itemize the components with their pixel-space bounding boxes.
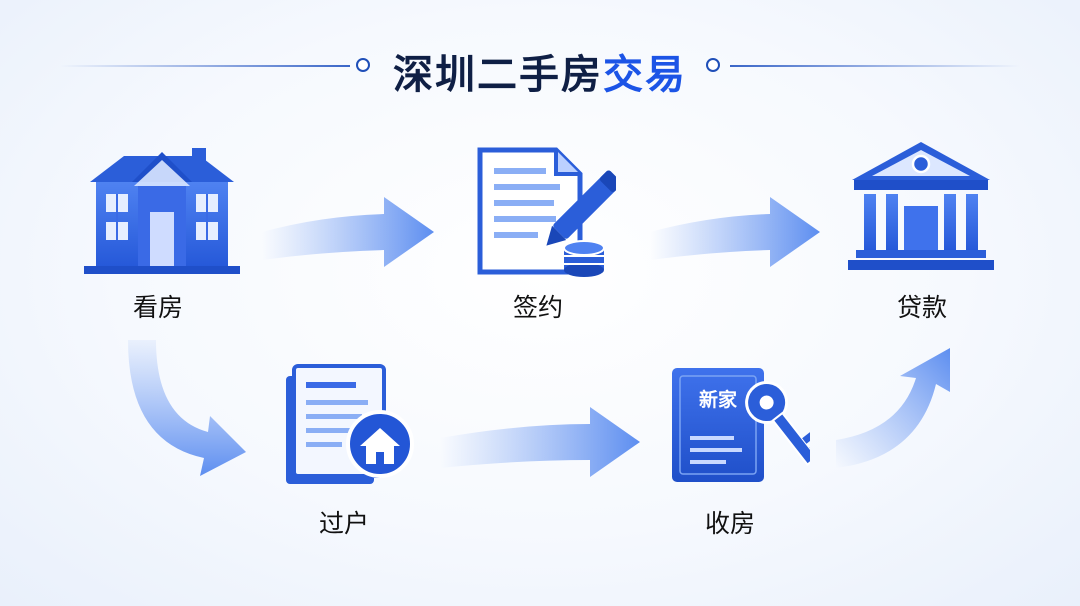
step-receive: 新家 [670, 364, 810, 486]
title-dot-left [356, 58, 370, 72]
step-label-receive: 收房 [704, 509, 755, 538]
step-label-transfer: 过户 [318, 509, 369, 538]
step-label-loan: 贷款 [896, 293, 947, 322]
arrow-transfer-to-receive [440, 407, 640, 477]
title-part-2: 交易 [603, 52, 687, 98]
title-divider-right [730, 65, 1020, 67]
step-label-sign: 签约 [512, 293, 563, 322]
step-label-view: 看房 [132, 293, 183, 322]
title-divider-left [60, 65, 350, 67]
arrow-view-to-sign [262, 197, 434, 267]
arrow-sign-to-loan [650, 197, 820, 267]
arrow-view-to-transfer [128, 340, 246, 476]
title-bar: 深圳二手房交易 [0, 36, 1080, 98]
transfer-document-icon [286, 364, 414, 484]
house-icon [84, 148, 240, 274]
certificate-text: 新家 [699, 388, 738, 411]
arrow-receive-to-loan [836, 348, 950, 468]
step-loan [846, 140, 996, 278]
step-sign-contract [476, 146, 616, 278]
step-view-house [84, 146, 240, 276]
contract-pen-icon [477, 147, 616, 277]
step-transfer [286, 364, 416, 488]
title-part-1: 深圳二手房 [393, 52, 603, 98]
page-title: 深圳二手房交易 [380, 42, 700, 100]
title-dot-right [706, 58, 720, 72]
bank-icon [848, 142, 994, 270]
key-handover-icon: 新家 [672, 368, 810, 482]
